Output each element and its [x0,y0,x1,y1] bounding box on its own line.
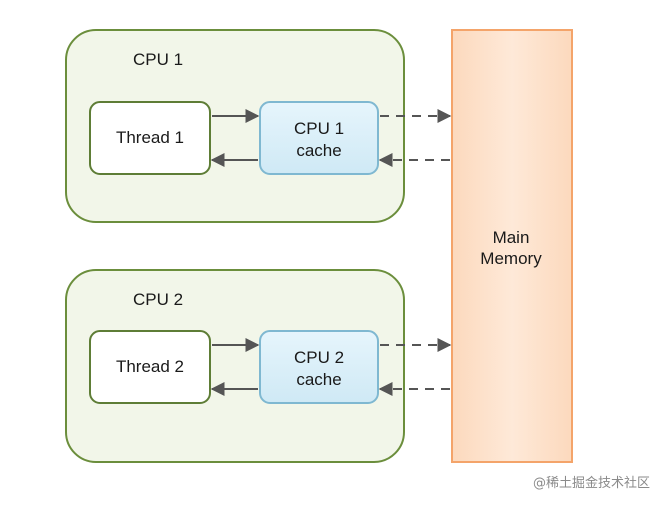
main-memory-label-line1: Main [493,228,530,247]
cpu-1-cache-label-line1: CPU 1 [294,119,344,138]
cpu-2-title: CPU 2 [133,290,183,309]
cpu-1-cache-label-line2: cache [296,141,341,160]
main-memory-box [451,29,573,463]
cpu-2-box [65,269,405,463]
cpu-1-cache-box [259,101,379,175]
cpu-2-group: CPU 2 Thread 2 CPU 2 cache [65,269,452,463]
cpu-1-group: CPU 1 Thread 1 CPU 1 cache [65,29,452,223]
main-memory-label-line2: Memory [480,249,542,268]
cpu-1-title: CPU 1 [133,50,183,69]
thread-2-box [89,330,211,404]
cpu-2-cache-label-line2: cache [296,370,341,389]
main-memory-block: Main Memory [451,29,573,463]
cpu-2-cache-box [259,330,379,404]
cpu-2-cache-label-line1: CPU 2 [294,348,344,367]
watermark: @稀土掘金技术社区 [532,476,650,491]
thread-1-label: Thread 1 [116,128,184,147]
thread-2-label: Thread 2 [116,357,184,376]
thread-1-box [89,101,211,175]
